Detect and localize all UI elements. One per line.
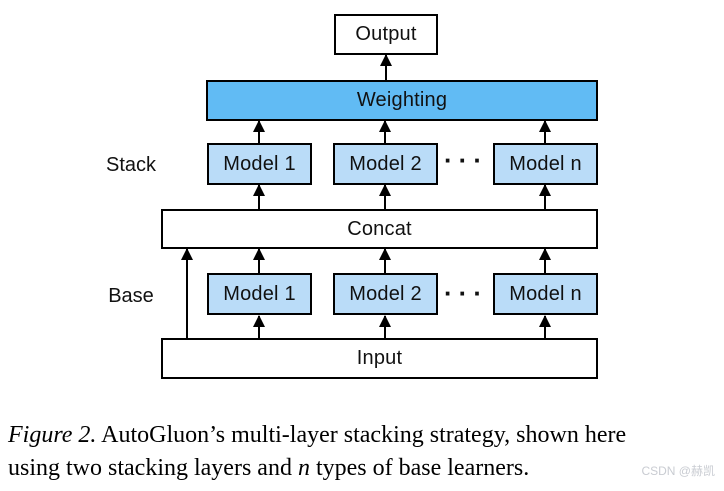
input-box: Input [161,338,598,379]
caption-math-n: n [297,455,310,481]
figure-number-label: Figure 2. [8,422,97,448]
base-model-n-box: Model n [493,273,598,315]
output-label: Output [355,23,417,45]
arrow-input-to-base-model1 [258,316,260,338]
arrow-stack-model1-to-weighting [258,121,260,143]
stack-layer-label: Stack [105,154,157,176]
arrow-concat-to-stack-model1 [258,185,260,209]
arrow-concat-to-stack-modeln [544,185,546,209]
base-model-2-box: Model 2 [333,273,438,315]
figure-caption: Figure 2. AutoGluon’s multi-layer stacki… [8,419,722,485]
stack-model-n-box: Model n [493,143,598,185]
base-model-1-label: Model 1 [223,282,296,305]
caption-line1-text: AutoGluon’s multi-layer stacking strateg… [96,422,627,448]
arrow-input-to-base-modeln [544,316,546,338]
arrow-input-to-base-model2 [384,316,386,338]
stack-model-1-box: Model 1 [207,143,312,185]
stack-model-n-label: Model n [509,152,582,175]
base-ellipsis-dots: ··· [444,277,488,308]
caption-line2-post: types of base learners. [309,455,530,481]
caption-line-1: Figure 2. AutoGluon’s multi-layer stacki… [8,419,722,452]
base-model-1-box: Model 1 [207,273,312,315]
stack-model-2-box: Model 2 [333,143,438,185]
base-model-n-label: Model n [509,282,582,305]
arrow-concat-to-stack-model2 [384,185,386,209]
arrow-stack-modeln-to-weighting [544,121,546,143]
concat-label: Concat [347,217,412,240]
caption-line2-pre: using two stacking layers and [8,455,298,481]
base-layer-label: Base [108,285,154,307]
stack-model-1-label: Model 1 [223,152,296,175]
arrow-base-modeln-to-concat [544,249,546,273]
weighting-label: Weighting [356,89,448,111]
base-model-2-label: Model 2 [349,282,422,305]
arrow-stack-model2-to-weighting [384,121,386,143]
stack-model-2-label: Model 2 [349,152,422,175]
arrow-input-skip-to-concat [186,249,188,338]
concat-box: Concat [161,209,598,249]
arrow-base-model1-to-concat [258,249,260,273]
input-label: Input [356,347,403,369]
caption-line-2: using two stacking layers and n types of… [8,452,722,485]
arrow-weighting-to-output [385,55,387,80]
arrow-base-model2-to-concat [384,249,386,273]
weighting-box: Weighting [206,80,598,121]
csdn-watermark: CSDN @赫凯 [641,464,715,478]
stack-ellipsis-dots: ··· [444,144,488,175]
output-box: Output [334,14,438,55]
